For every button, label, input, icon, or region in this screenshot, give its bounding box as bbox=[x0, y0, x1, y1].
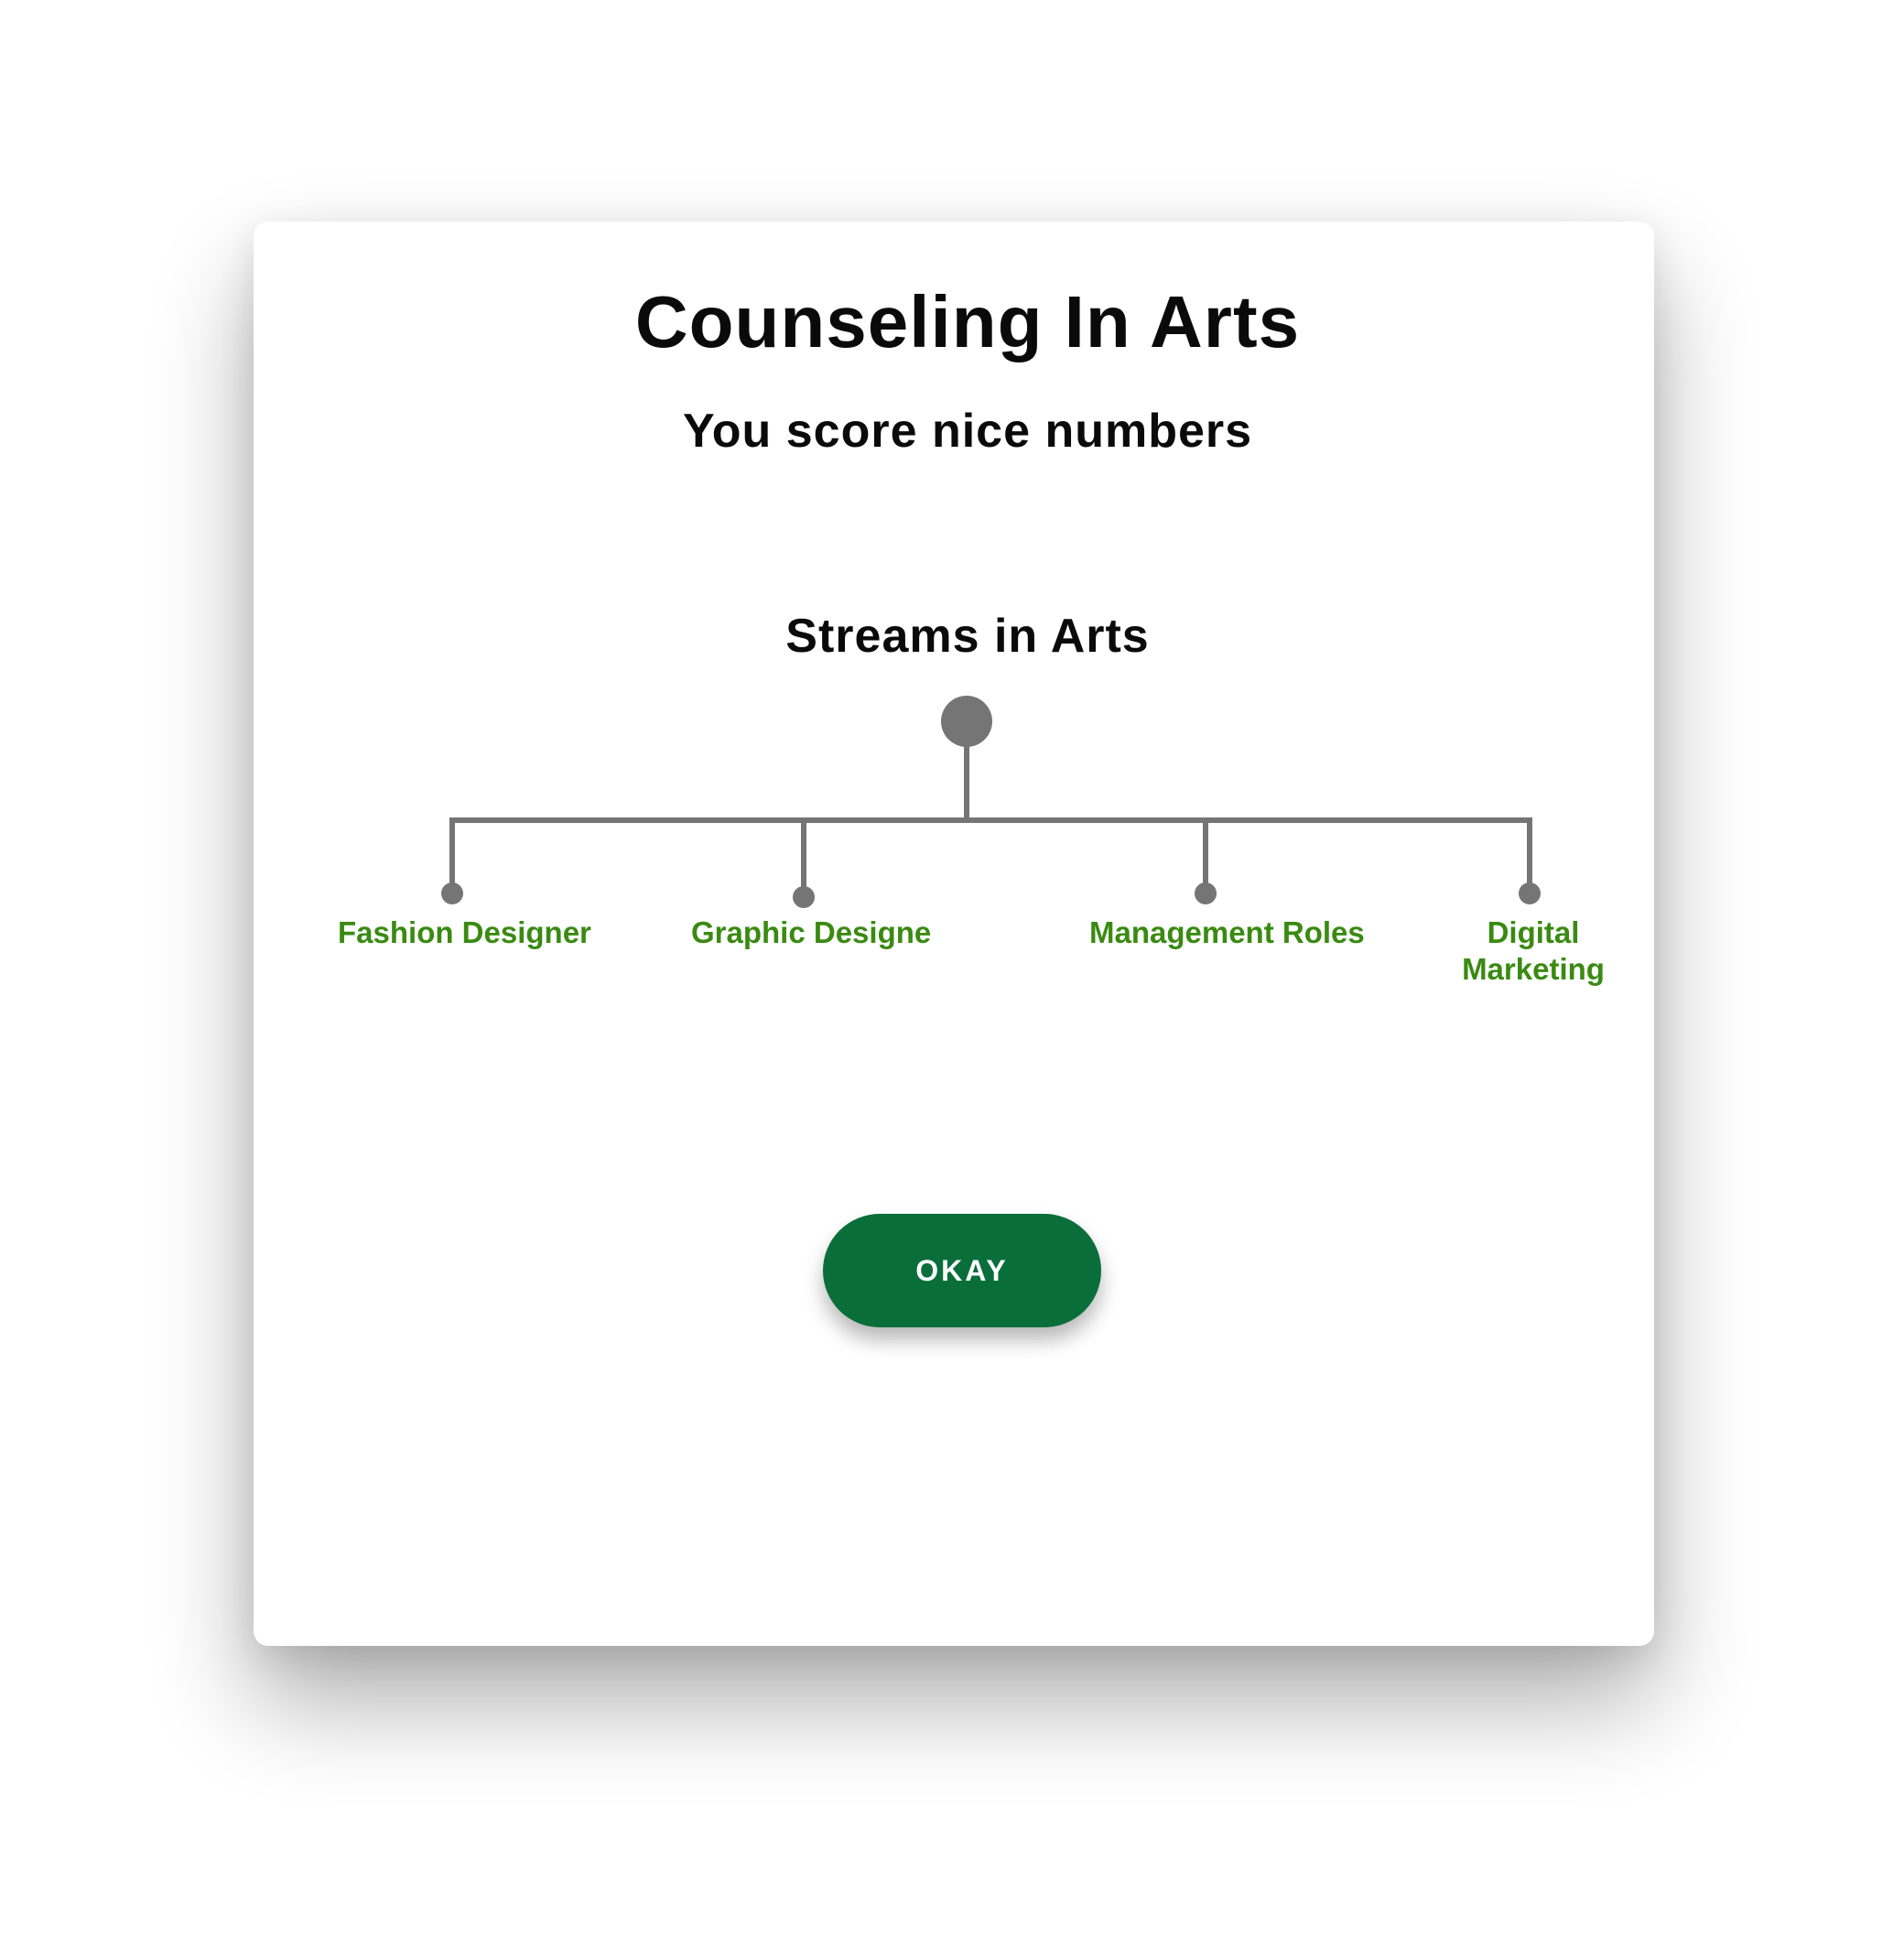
branch-node-digital bbox=[1519, 882, 1541, 904]
dialog-subtitle: You score nice numbers bbox=[682, 405, 1253, 458]
branch-node-management bbox=[1195, 882, 1217, 904]
tree-root-node bbox=[941, 696, 992, 747]
okay-button[interactable]: OKAY bbox=[823, 1214, 1101, 1327]
branch-label-management-roles[interactable]: Management Roles bbox=[1089, 915, 1365, 949]
counseling-dialog: Counseling In Arts You score nice number… bbox=[254, 222, 1654, 1646]
branch-label-digital-marketing[interactable]: Digital Marketing bbox=[1462, 915, 1605, 986]
branch-label-fashion-designer[interactable]: Fashion Designer bbox=[338, 915, 591, 949]
tree-title: Streams in Arts bbox=[785, 610, 1150, 663]
branch-node-graphic bbox=[793, 886, 815, 908]
dialog-title: Counseling In Arts bbox=[634, 281, 1301, 363]
branch-node-fashion bbox=[441, 882, 463, 904]
streams-tree bbox=[441, 696, 1541, 908]
branch-label-graphic-designer[interactable]: Graphic Designe bbox=[691, 915, 932, 949]
